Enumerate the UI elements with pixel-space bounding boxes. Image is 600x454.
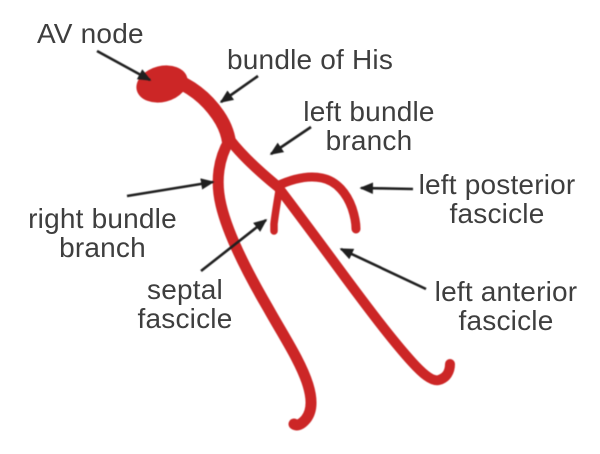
label-text: septal xyxy=(147,274,223,305)
left-posterior-fascicle-shape xyxy=(272,172,361,234)
left-bundle-branch-arrow-icon xyxy=(269,125,312,156)
label-text: fascicle xyxy=(458,305,554,336)
left-posterior-fascicle-arrow-icon xyxy=(359,182,414,194)
label-text: AV node xyxy=(37,18,144,49)
left-anterior-fascicle-shape xyxy=(273,182,455,386)
label-text: branch xyxy=(325,125,413,156)
label-text: left posterior xyxy=(418,169,576,200)
his-purkinje-structure xyxy=(136,65,455,431)
right-bundle-branch-shape xyxy=(212,135,317,431)
label-text: branch xyxy=(59,232,146,263)
label-septal-fascicle: septal fascicle xyxy=(133,275,237,333)
label-av-node: AV node xyxy=(37,19,144,48)
left-anterior-fascicle-arrow-icon xyxy=(339,247,427,291)
label-right-bundle-branch: right bundle branch xyxy=(24,204,181,262)
label-text: left anterior xyxy=(434,276,578,307)
label-left-anterior-fascicle: left anterior fascicle xyxy=(431,277,581,335)
label-left-bundle-branch: left bundle branch xyxy=(299,97,439,155)
label-text: fascicle xyxy=(449,198,545,229)
label-text: left bundle xyxy=(303,96,435,127)
label-text: bundle of His xyxy=(227,44,394,75)
pointer-arrows xyxy=(96,49,427,291)
av-node-arrow-icon xyxy=(96,49,152,82)
label-left-posterior-fascicle: left posterior fascicle xyxy=(413,170,581,228)
septal-fascicle-arrow-icon xyxy=(200,218,268,273)
bundle-of-his-arrow-icon xyxy=(219,74,259,104)
label-bundle-of-his: bundle of His xyxy=(227,45,393,74)
left-bundle-branch-shape xyxy=(224,134,283,192)
right-bundle-branch-arrow-icon xyxy=(126,178,215,198)
label-text: right bundle xyxy=(28,203,177,234)
bundle-of-his-shape xyxy=(163,71,236,149)
label-text: fascicle xyxy=(137,303,233,334)
